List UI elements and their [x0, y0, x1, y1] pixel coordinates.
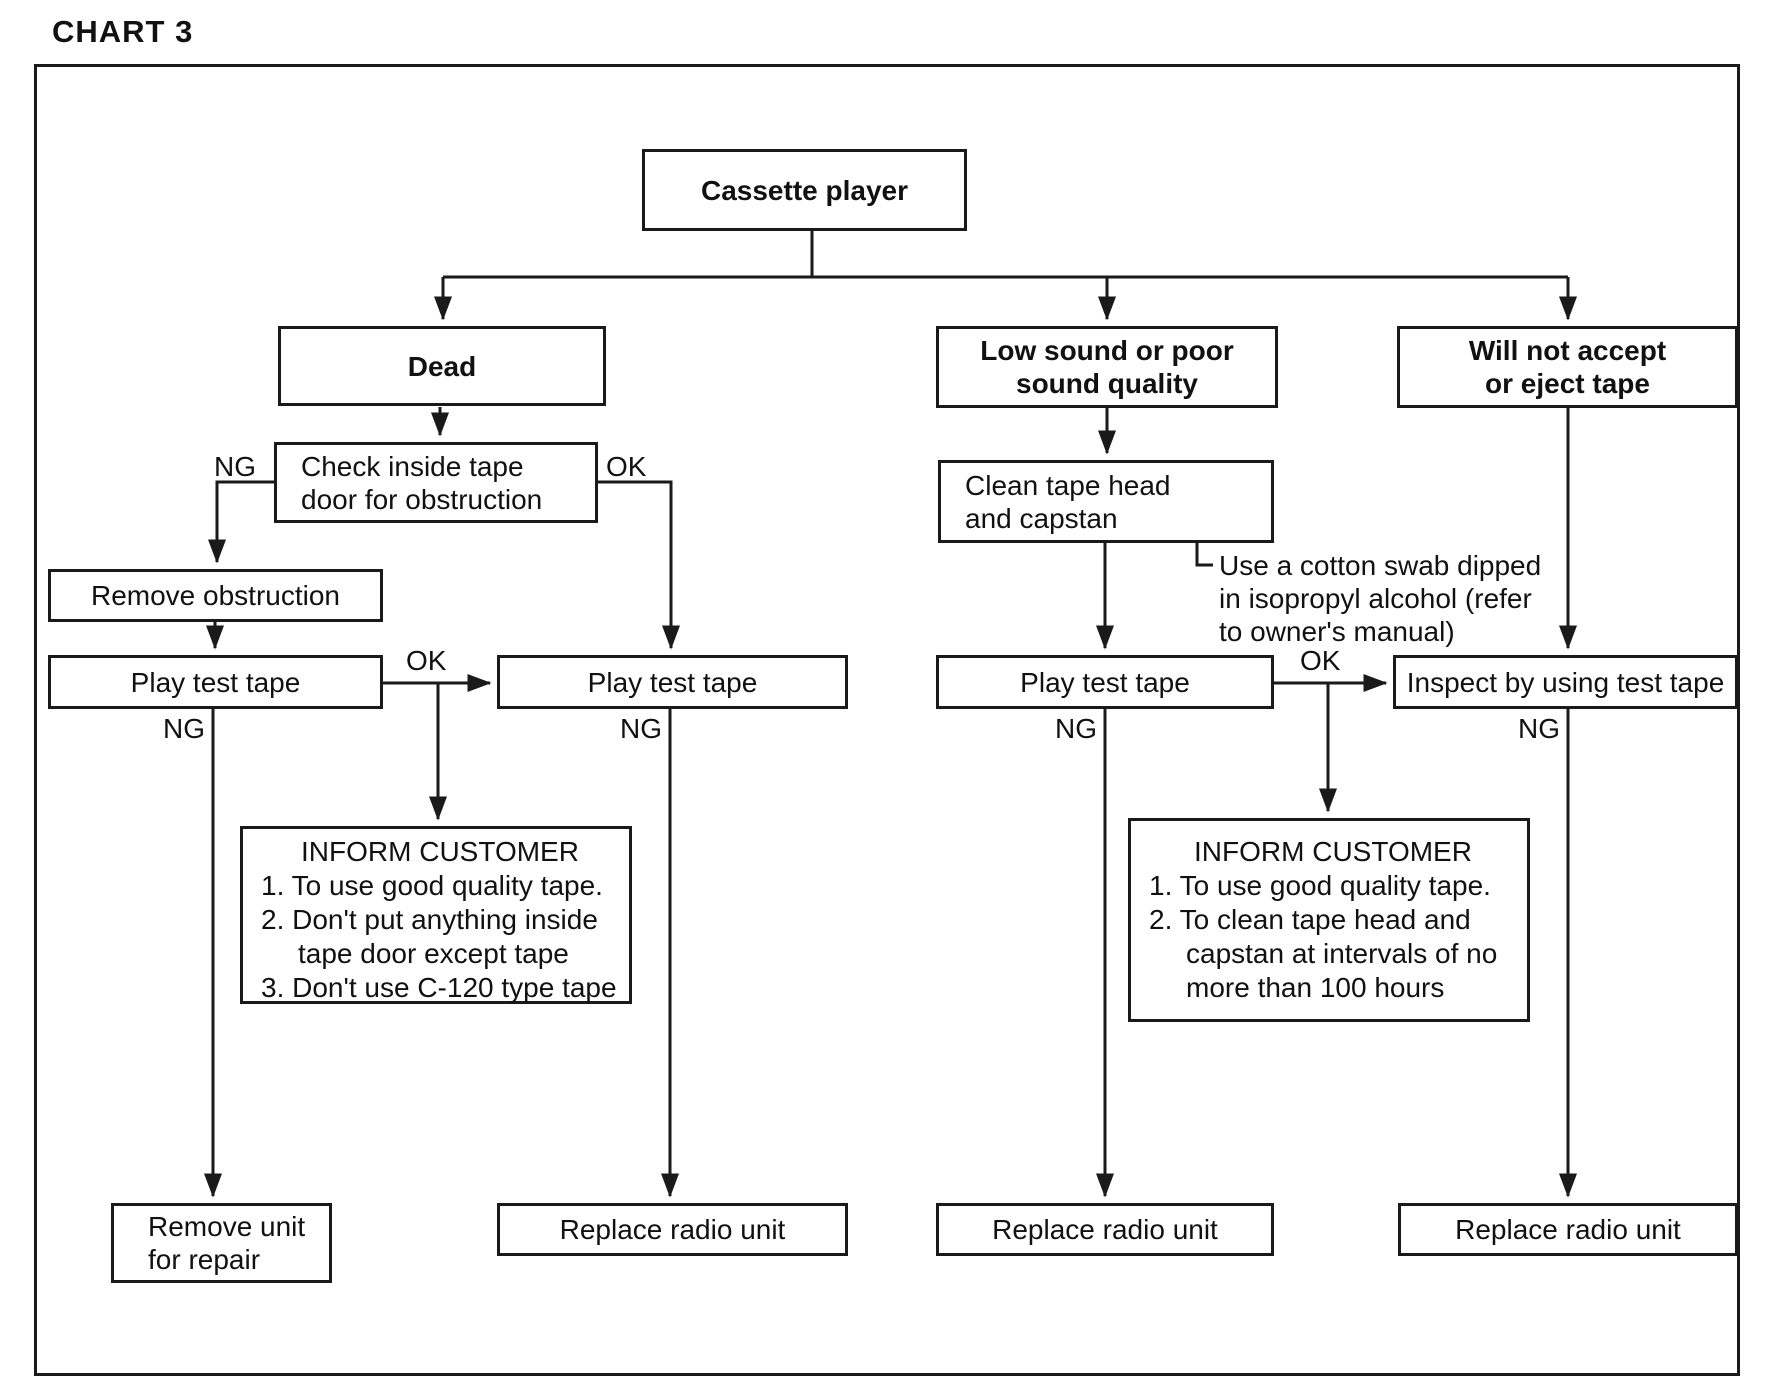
node-cassette-player: Cassette player — [642, 149, 967, 231]
inform-left-item-3: 3. Don't use C-120 type tape — [261, 972, 617, 1003]
node-play-test-tape-2: Play test tape — [497, 655, 848, 709]
node-play-test-tape-1: Play test tape — [48, 655, 383, 709]
label-ng-play2: NG — [620, 713, 662, 744]
edge-note-connector — [1195, 543, 1213, 567]
node-remove-unit: Remove unit for repair — [111, 1203, 332, 1283]
node-inform-customer-right: INFORM CUSTOMER 1. To use good quality t… — [1128, 818, 1530, 1022]
inform-left-heading: INFORM CUSTOMER — [301, 836, 579, 867]
chart-border — [34, 64, 1740, 1376]
label-ng-play3: NG — [1055, 713, 1097, 744]
inform-left-item-2: 2. Don't put anything inside tape door e… — [261, 904, 598, 969]
node-dead: Dead — [278, 326, 606, 406]
node-will-not-accept: Will not accept or eject tape — [1397, 326, 1738, 408]
node-replace-radio-1: Replace radio unit — [497, 1203, 848, 1256]
node-inform-customer-left: INFORM CUSTOMER 1. To use good quality t… — [240, 826, 632, 1004]
label-ok-check: OK — [606, 451, 647, 482]
label-ng-play1: NG — [163, 713, 205, 744]
note-cotton-swab: Use a cotton swab dipped in isopropyl al… — [1219, 550, 1542, 647]
inform-right-heading: INFORM CUSTOMER — [1194, 836, 1472, 867]
edge-check-ok — [598, 480, 680, 650]
node-play-test-tape-3: Play test tape — [936, 655, 1274, 709]
node-clean-tape-head: Clean tape head and capstan — [938, 460, 1274, 543]
node-remove-obstruction: Remove obstruction — [48, 569, 383, 622]
node-replace-radio-2: Replace radio unit — [936, 1203, 1274, 1256]
node-replace-radio-3: Replace radio unit — [1398, 1203, 1738, 1256]
node-low-sound: Low sound or poor sound quality — [936, 326, 1278, 408]
edge-check-ng — [208, 480, 274, 564]
label-ok-play1: OK — [406, 645, 447, 676]
node-inspect-test-tape: Inspect by using test tape — [1393, 655, 1738, 709]
label-ng-check: NG — [214, 451, 256, 482]
inform-right-item-1: 1. To use good quality tape. — [1149, 870, 1491, 901]
page-title: CHART 3 — [52, 14, 194, 49]
label-ng-inspect: NG — [1518, 713, 1560, 744]
inform-left-item-1: 1. To use good quality tape. — [261, 870, 603, 901]
inform-right-item-2: 2. To clean tape head and capstan at int… — [1149, 904, 1498, 1003]
label-ok-play3: OK — [1300, 645, 1341, 676]
node-check-tape-door: Check inside tape door for obstruction — [274, 442, 598, 523]
